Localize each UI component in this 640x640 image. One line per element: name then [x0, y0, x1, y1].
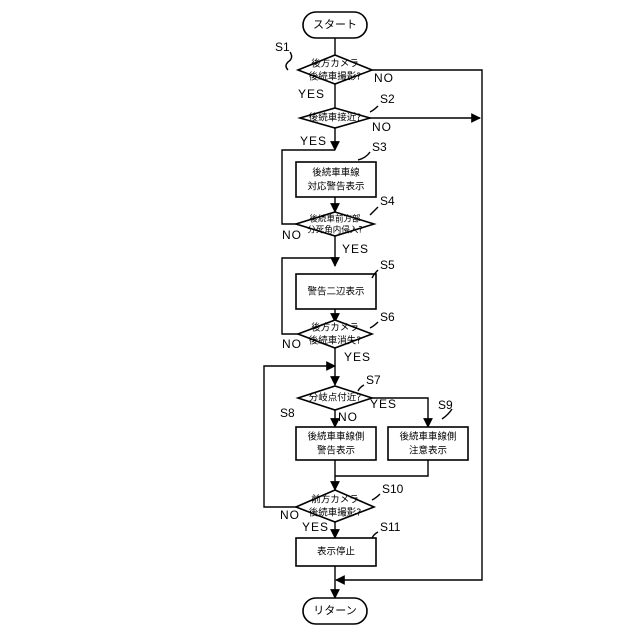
- s8-line2: 警告表示: [317, 445, 355, 457]
- s1-line2: 後続車撮影?: [309, 71, 362, 83]
- step-s6: 後方カメラ 後続車消失? S6: [298, 310, 395, 348]
- s10-no-label: NO: [280, 508, 300, 522]
- s1-no-label: NO: [374, 71, 394, 85]
- s4-no-label: NO: [282, 228, 302, 242]
- s9-line1: 後続車車線側: [399, 431, 456, 443]
- step-s7: 分岐点付近? S7: [298, 373, 381, 410]
- s2-line1: 後続車接近?: [309, 112, 362, 124]
- step-s8: 後続車車線側 警告表示 S8: [280, 406, 376, 460]
- step-s5: 警告二辺表示 S5: [296, 258, 395, 309]
- s4-id: S4: [380, 194, 395, 208]
- end-terminal: リターン: [303, 598, 367, 624]
- s3-line1: 後続車車線: [312, 167, 360, 179]
- s6-line1: 後方カメラ: [311, 322, 359, 334]
- s3-line2: 対応警告表示: [307, 181, 364, 193]
- s9-line2: 注意表示: [409, 445, 447, 457]
- s6-id: S6: [380, 310, 395, 324]
- start-terminal: スタート: [303, 12, 367, 38]
- s10-line1: 前方カメラ: [311, 494, 359, 506]
- step-s4: 後続車前方部 分死角内侵入? S4: [296, 194, 395, 236]
- s11-line1: 表示停止: [317, 546, 356, 558]
- s8-line1: 後続車車線側: [307, 431, 364, 443]
- s3-id: S3: [372, 140, 387, 154]
- s10-yes-label: YES: [302, 520, 329, 534]
- s10-id: S10: [382, 482, 404, 496]
- connector-s9-merge: [335, 460, 428, 476]
- step-s1: 後方カメラ 後続車撮影? S1: [275, 40, 372, 84]
- step-s10: 前方カメラ 後続車撮影? S10: [296, 482, 404, 522]
- start-label: スタート: [313, 18, 357, 31]
- s5-line1: 警告二辺表示: [307, 286, 364, 298]
- s1-id: S1: [275, 40, 290, 54]
- s7-no-label: NO: [338, 410, 358, 424]
- s8-id: S8: [280, 406, 295, 420]
- s2-id: S2: [380, 92, 395, 106]
- s7-id: S7: [366, 373, 381, 387]
- s6-yes-label: YES: [344, 350, 371, 364]
- s2-yes-label: YES: [300, 134, 327, 148]
- s10-line2: 後続車撮影?: [309, 507, 362, 519]
- s4-line1: 後続車前方部: [309, 214, 361, 225]
- s7-line1: 分岐点付近?: [309, 392, 362, 404]
- s6-no-label: NO: [282, 337, 302, 351]
- step-s3: 後続車車線 対応警告表示 S3: [296, 140, 387, 197]
- s7-yes-label: YES: [370, 397, 397, 411]
- s4-yes-label: YES: [342, 242, 369, 256]
- s2-no-label: NO: [372, 120, 392, 134]
- s6-line2: 後続車消失?: [309, 335, 362, 347]
- s5-id: S5: [380, 258, 395, 272]
- end-label: リターン: [313, 604, 356, 617]
- s11-id: S11: [380, 520, 401, 534]
- s1-line1: 後方カメラ: [311, 58, 359, 70]
- s4-line2: 分死角内侵入?: [307, 225, 363, 236]
- s1-yes-label: YES: [298, 87, 325, 101]
